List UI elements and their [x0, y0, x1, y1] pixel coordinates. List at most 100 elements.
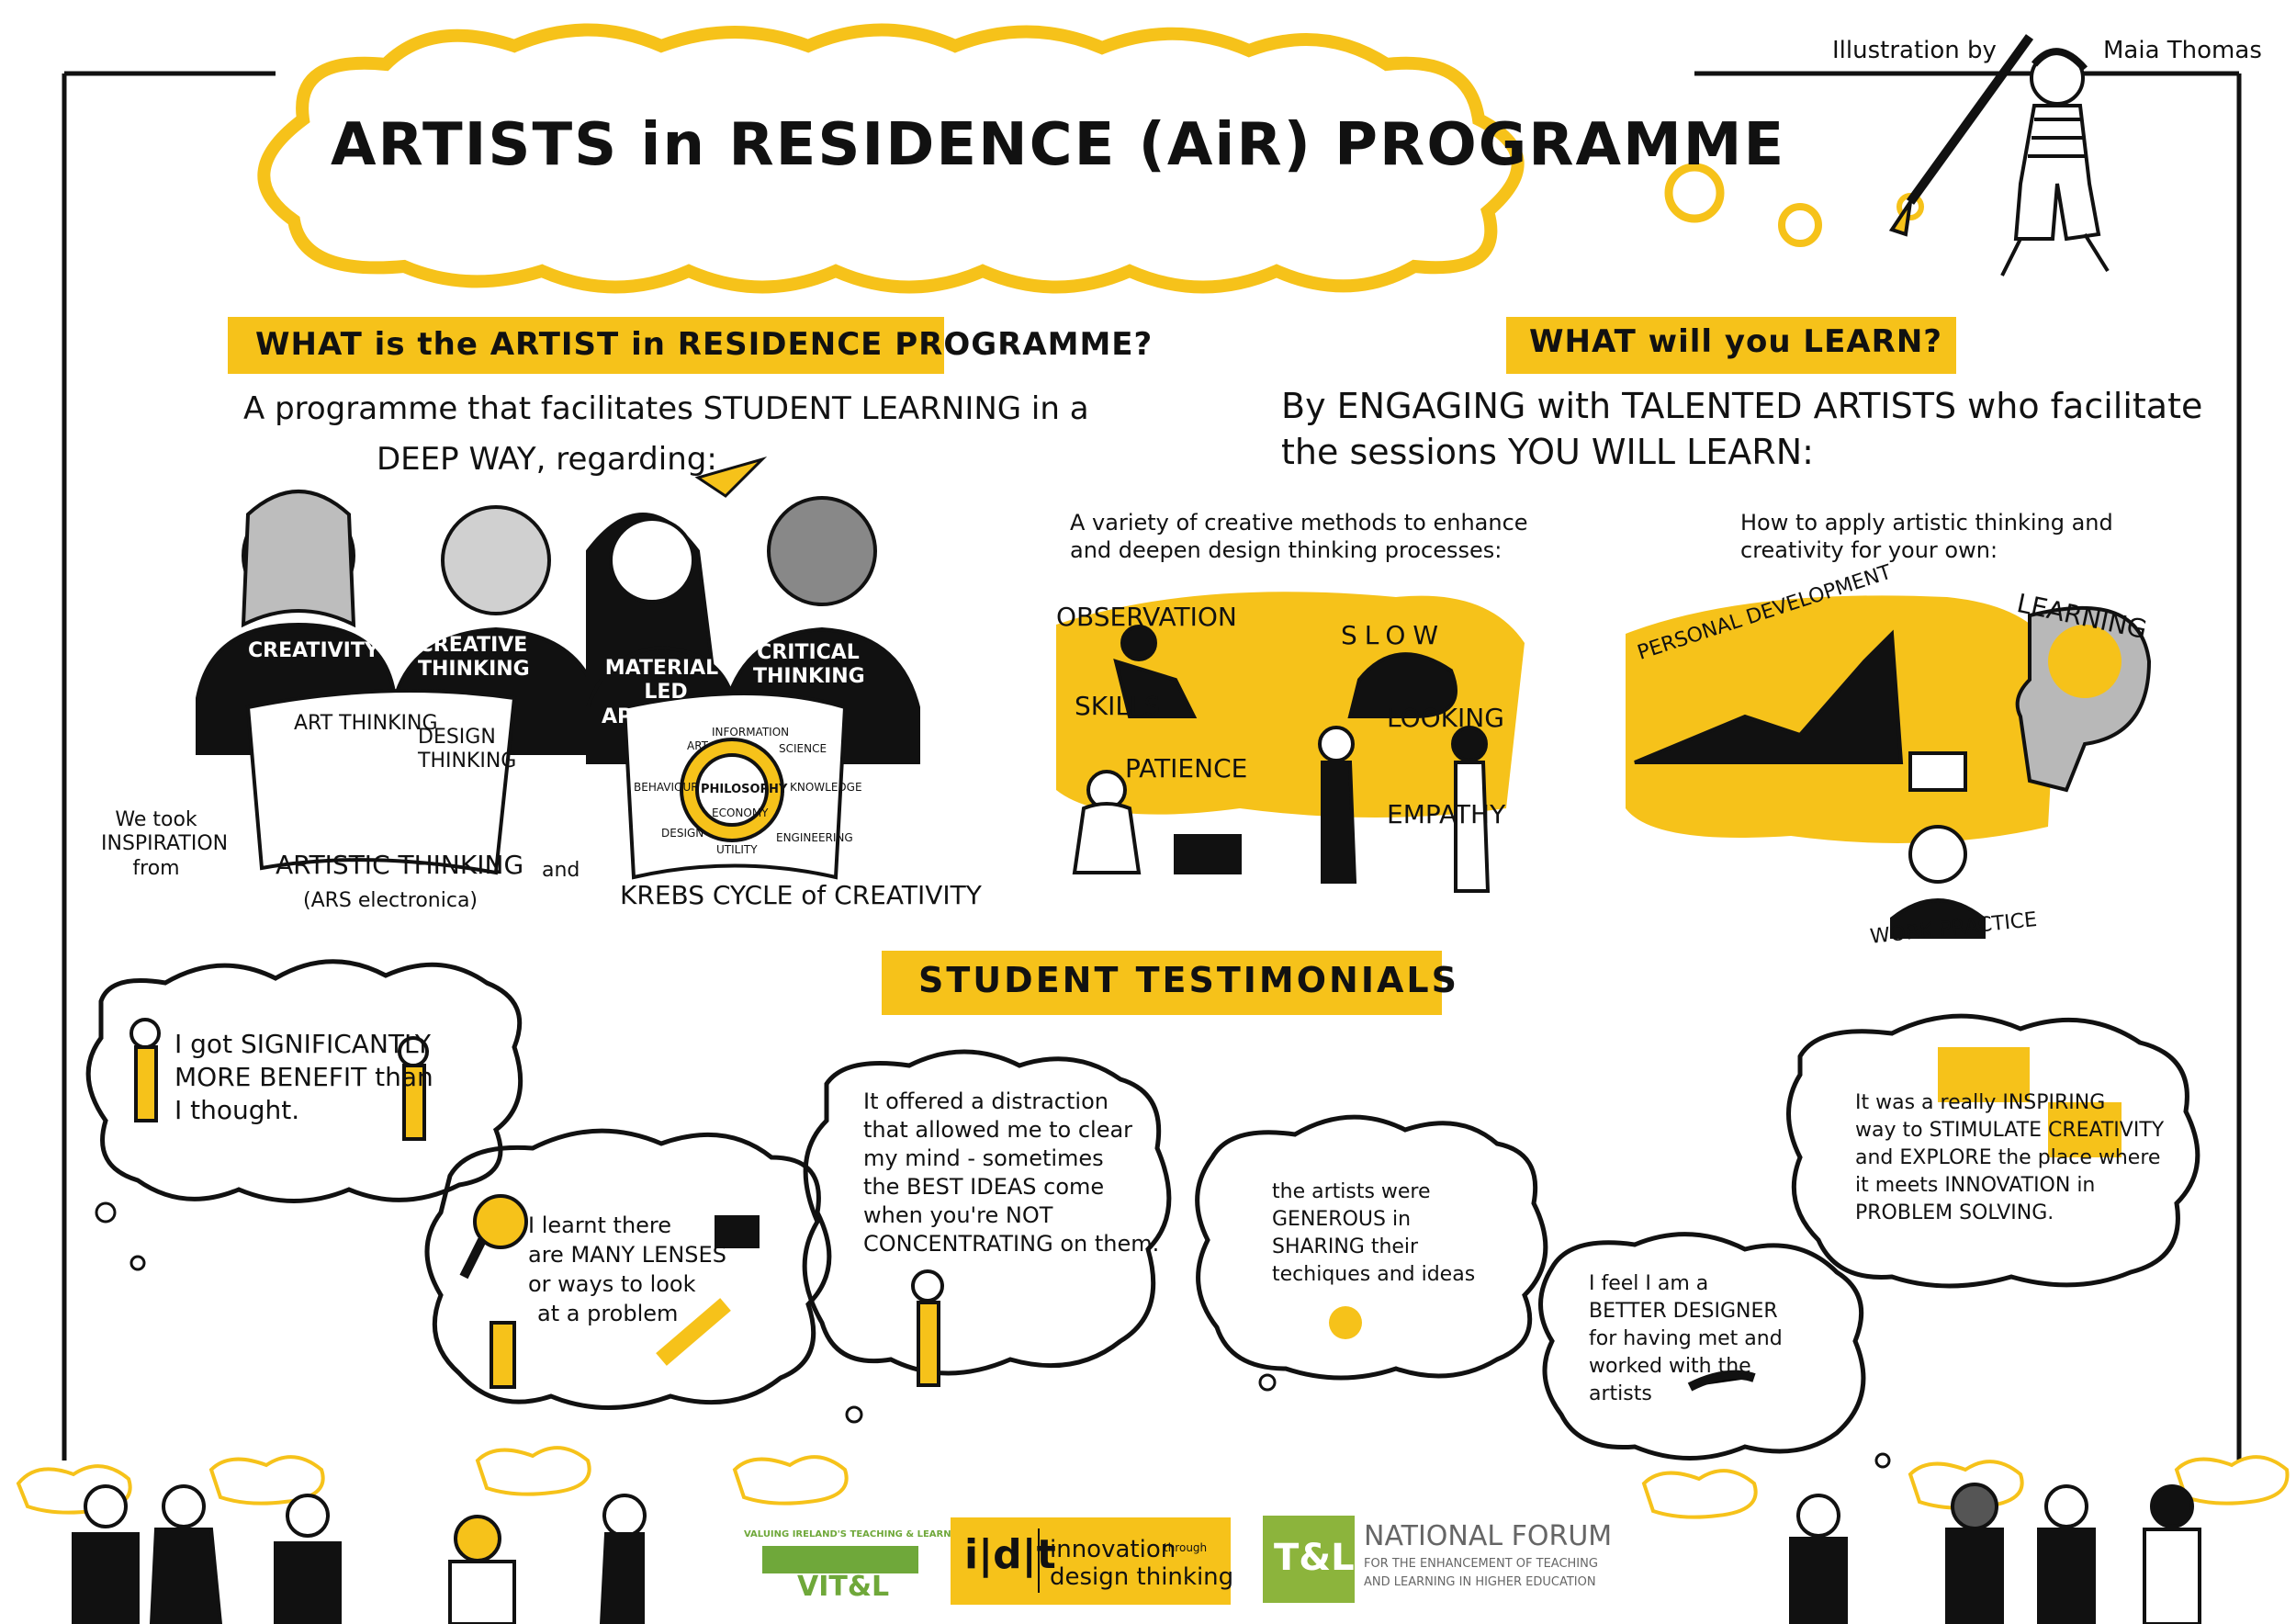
nf-mark-text: T&L [1274, 1537, 1355, 1579]
cloud-t2 [424, 1128, 832, 1410]
vitl-logo: VALUING IRELAND'S TEACHING & LEARNING VI… [744, 1529, 970, 1603]
inspiration-label: We took INSPIRATION from [101, 808, 229, 880]
artistic-thinking-label: ARTISTIC THINKING [276, 850, 524, 880]
bottom-clouds [16, 1446, 2290, 1519]
cloud-t1 [85, 959, 523, 1203]
cloud-t4 [1195, 1114, 1548, 1381]
t6-line3: and EXPLORE the place where [1855, 1146, 2161, 1169]
idt-mark: i|d|t [964, 1531, 1056, 1578]
t4-line4: techiques and ideas [1272, 1263, 1476, 1286]
credit-label: Illustration by [1832, 37, 1997, 64]
t3-line1: It offered a distraction [863, 1088, 1109, 1114]
right-intro-line2: the sessions YOU WILL LEARN: [1281, 432, 1814, 472]
t2-line3: or ways to look [528, 1271, 696, 1297]
t6-line4: it meets INNOVATION in [1855, 1174, 2096, 1197]
testimonials-heading-bar [882, 951, 1442, 1015]
vitl-logo-top: VALUING IRELAND'S TEACHING & LEARNING [744, 1529, 970, 1539]
nf-sub2: AND LEARNING IN HIGHER EDUCATION [1364, 1575, 1596, 1589]
idt-line1: innovation [1050, 1536, 1176, 1563]
left-intro-line2: DEEP WAY, regarding: [377, 441, 717, 478]
idt-through: through [1164, 1541, 1208, 1554]
krebs-label-science: SCIENCE [779, 742, 827, 755]
paper-plane-icon [694, 456, 768, 498]
t4-line3: SHARING their [1272, 1235, 1419, 1258]
splash-creative-methods [1056, 592, 1525, 818]
left-heading: WHAT is the ARTIST in RESIDENCE PROGRAMM… [255, 326, 1154, 363]
right-heading: WHAT will you LEARN? [1529, 323, 1942, 360]
krebs-label: KREBS CYCLE of CREATIVITY [620, 880, 982, 910]
t1-line3: I thought. [174, 1095, 300, 1125]
nf-title: NATIONAL FORUM [1364, 1520, 1613, 1552]
t5-line3: for having met and [1589, 1327, 1783, 1350]
nf-sub1: FOR THE ENHANCEMENT OF TEACHING [1364, 1557, 1598, 1571]
krebs-label-engineering: ENGINEERING [776, 831, 853, 844]
vitl-trees [762, 1546, 918, 1573]
label-creativity: CREATIVITY [248, 639, 379, 662]
krebs-label-information: INFORMATION [712, 726, 790, 739]
krebs-label-utility: UTILITY [716, 843, 758, 856]
testimonial-figures [129, 1018, 2122, 1392]
skills-label: SKILLS [1075, 691, 1161, 721]
patience-label: PATIENCE [1125, 753, 1248, 784]
t1-line1: I got SIGNIFICANTLY [174, 1029, 431, 1059]
krebs-label-knowledge: KNOWLEDGE [790, 781, 862, 794]
t2-line1: I learnt there [528, 1212, 672, 1238]
design-thinking-label: DESIGN THINKING [418, 726, 517, 773]
t4-line2: GENEROUS in [1272, 1208, 1412, 1231]
page-title: ARTISTS in RESIDENCE (AiR) PROGRAMME [331, 111, 1786, 179]
krebs-label-art: ART [687, 739, 709, 752]
krebs-label-economy: ECONOMY [712, 806, 769, 819]
t5-line1: I feel I am a [1589, 1272, 1709, 1295]
learn-figures [1072, 605, 2152, 939]
credit-author: Maia Thomas [2103, 37, 2262, 64]
t3-line4: the BEST IDEAS come [863, 1174, 1105, 1200]
ars-label: (ARS electronica) [303, 889, 478, 912]
vitl-logo-main: VIT&L [797, 1571, 890, 1603]
t6-line5: PROBLEM SOLVING. [1855, 1201, 2054, 1224]
art-thinking-label: ART THINKING [294, 712, 438, 735]
krebs-label-design: DESIGN [661, 827, 704, 840]
t5-line5: artists [1589, 1382, 1652, 1405]
t5-line2: BETTER DESIGNER [1589, 1300, 1778, 1323]
col1-line1: A variety of creative methods to enhance [1070, 510, 1528, 536]
krebs-center-label: PHILOSOPHY [701, 783, 788, 796]
cloud-t3 [802, 1049, 1172, 1376]
cloud-t6 [1786, 1013, 2200, 1289]
label-material-led: MATERIAL-LED APPROACHES [602, 657, 755, 728]
idt-line2: design thinking [1050, 1563, 1234, 1591]
col2-line1: How to apply artistic thinking and [1740, 510, 2113, 536]
col2-line2: creativity for your own: [1740, 537, 1998, 563]
people-group [196, 490, 920, 880]
label-critical-thinking: CRITICAL THINKING [753, 641, 865, 689]
left-heading-bar [228, 317, 944, 374]
col1-line2: and deepen design thinking processes: [1070, 537, 1503, 563]
right-heading-bar [1506, 317, 1956, 374]
idt-logo: i|d|t innovation through design thinking [951, 1517, 1234, 1605]
t2-line4: at a problem [537, 1301, 679, 1326]
t3-line2: that allowed me to clear [863, 1117, 1133, 1143]
t3-line6: CONCENTRATING on them. [863, 1231, 1160, 1257]
slow-label: SLOW [1341, 620, 1446, 650]
label-creative-thinking: CREATIVE THINKING [418, 634, 530, 682]
right-intro-line1: By ENGAGING with TALENTED ARTISTS who fa… [1281, 386, 2203, 426]
artist-illustration [1888, 34, 2110, 276]
cloud-t5 [1538, 1232, 1866, 1460]
observation-label: OBSERVATION [1056, 602, 1237, 632]
t6-line1: It was a really INSPIRING [1855, 1091, 2106, 1114]
t3-line3: my mind - sometimes [863, 1145, 1104, 1171]
looking-label: LOOKING [1387, 703, 1504, 733]
left-intro-line1: A programme that facilitates STUDENT LEA… [243, 390, 1089, 427]
title-cloud [257, 23, 1525, 294]
t4-line1: the artists were [1272, 1180, 1431, 1203]
bottom-figures [72, 1483, 2201, 1624]
nf-logo-mark: T&L [1263, 1516, 1355, 1603]
krebs-label-behaviour: BEHAVIOUR [634, 781, 699, 794]
t2-line2: are MANY LENSES [528, 1242, 726, 1268]
empathy-label: EMPATHY [1387, 799, 1506, 829]
t6-line2: way to STIMULATE CREATIVITY [1855, 1119, 2165, 1142]
t1-line2: MORE BENEFIT than [174, 1062, 433, 1092]
t5-line4: worked with the [1589, 1355, 1751, 1378]
t3-line5: when you're NOT [863, 1202, 1053, 1228]
